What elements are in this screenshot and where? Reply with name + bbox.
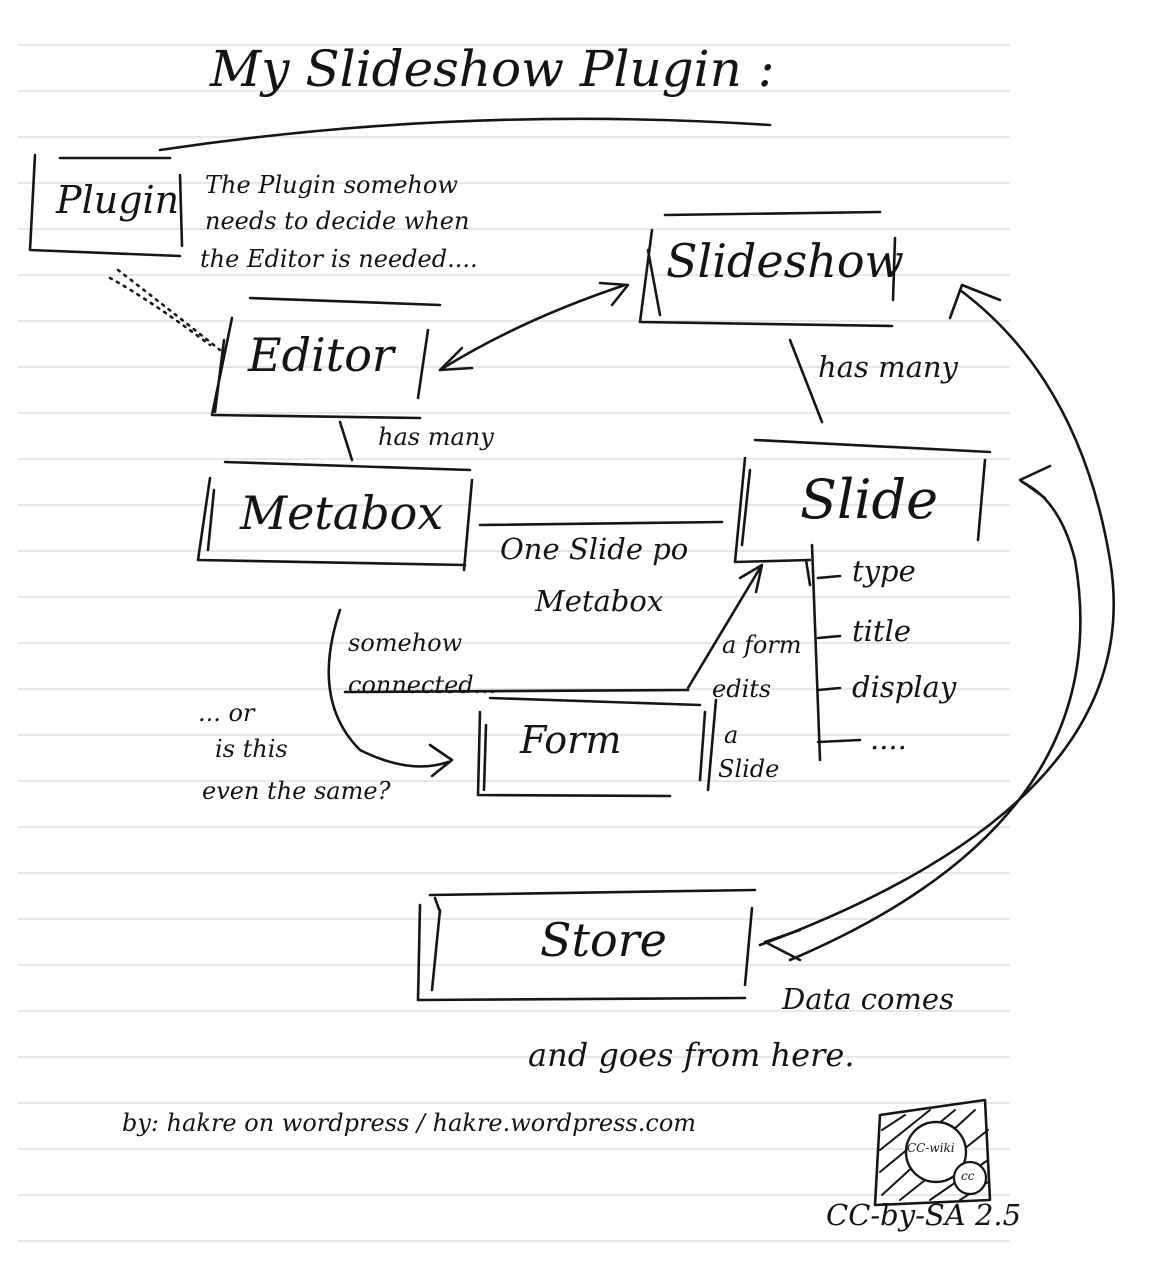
store-note-line-1: Data comes (782, 982, 954, 1016)
slide-label: Slide (800, 468, 939, 531)
editor-label: Editor (248, 328, 394, 382)
plugin-label: Plugin (56, 178, 180, 222)
store-label: Store (540, 913, 667, 967)
editor-box (210, 296, 442, 420)
or-same-line-1: ... or (198, 699, 255, 727)
slide-field-type: type (852, 554, 916, 588)
metabox-label: Metabox (240, 486, 444, 540)
slideshow-slide-link (788, 338, 824, 424)
or-same-line-2: is this (215, 735, 288, 763)
store-box (416, 888, 757, 1002)
author-credit: by: hakre on wordpress / hakre.wordpress… (122, 1109, 697, 1137)
store-note-line-2: and goes from here. (528, 1036, 855, 1074)
title-underline (158, 117, 772, 152)
editor-has-many: has many (378, 423, 494, 451)
form-edits-line-2: edits (712, 675, 772, 703)
plugin-to-editor-arrow (116, 268, 222, 352)
or-same-line-3: even the same? (202, 777, 391, 805)
form-edits-line-1: a form (722, 631, 802, 659)
one-slide-per-line-2: Metabox (535, 584, 664, 618)
slide-field-title: title (852, 614, 912, 648)
cc-badge-icon (873, 1098, 992, 1207)
somehow-connected-line-1: somehow (348, 629, 463, 657)
slideshow-has-many: has many (818, 350, 958, 384)
plugin-note-line-2: needs to decide when (205, 207, 470, 235)
store-slideshow-arrow (758, 288, 1115, 947)
form-edits-divider (706, 698, 718, 792)
metabox-box (196, 460, 474, 572)
somehow-connected-line-2: connected... (348, 671, 497, 699)
slideshow-box (638, 210, 897, 328)
slide-fields-bracket (804, 543, 822, 762)
one-slide-per-line-1: One Slide po (500, 532, 689, 566)
connected-line (343, 688, 690, 694)
page-title: My Slideshow Plugin : (210, 40, 775, 98)
form-slide-arrow (686, 563, 764, 690)
cc-badge-small-text: cc (961, 1169, 975, 1183)
slide-field-display: display (852, 670, 957, 704)
form-box (476, 696, 707, 798)
form-edits-line-3: a (724, 721, 739, 749)
plugin-note-line-3: the Editor is needed.... (200, 245, 478, 273)
plugin-box (28, 153, 184, 258)
connected-curve-arrow (327, 608, 454, 778)
slide-box (733, 438, 992, 564)
form-edits-line-4: Slide (718, 755, 780, 783)
cc-badge-main-text: CC-wiki (907, 1141, 955, 1155)
editor-metabox-link (338, 420, 354, 462)
slide-field-more: .... (870, 722, 907, 756)
editor-slideshow-arrow (438, 283, 627, 372)
form-label: Form (520, 718, 622, 762)
store-slide-arrow (788, 480, 1082, 962)
metabox-slide-connector (478, 520, 724, 527)
plugin-note-line-1: The Plugin somehow (205, 171, 458, 199)
slideshow-label: Slideshow (666, 234, 904, 288)
license-text: CC-by-SA 2.5 (826, 1198, 1022, 1232)
